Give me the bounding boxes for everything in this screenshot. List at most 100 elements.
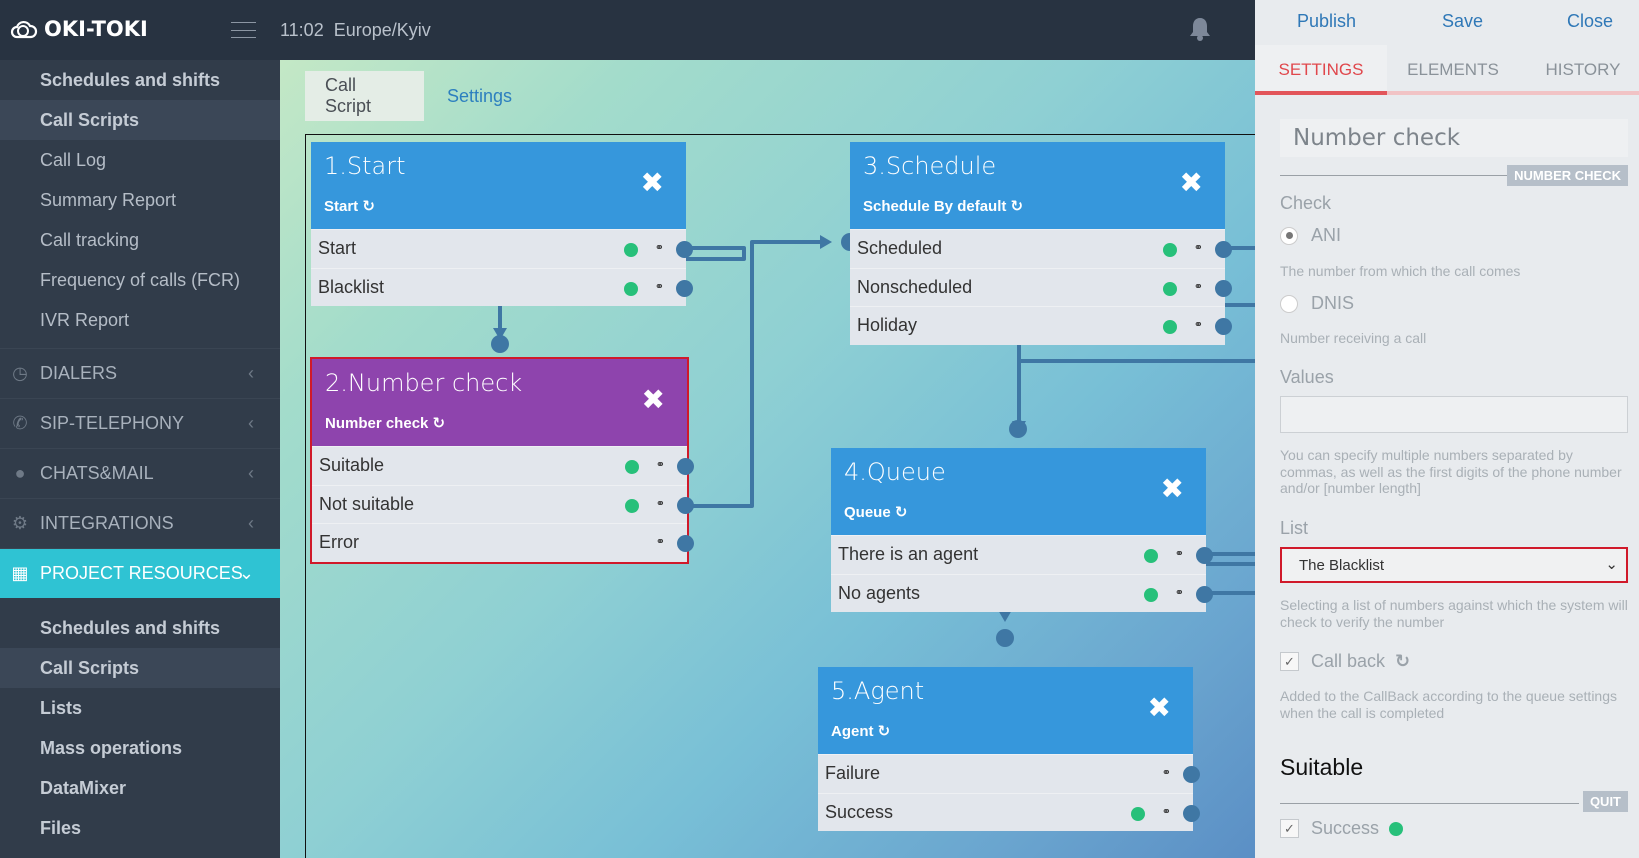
bell-icon[interactable] xyxy=(1188,16,1212,42)
publish-button[interactable]: Publish xyxy=(1297,11,1357,31)
sidebar-section-dialers[interactable]: ◷DIALERS‹ xyxy=(0,348,280,398)
chevron-left-icon: ‹ xyxy=(248,513,254,533)
refresh-icon[interactable]: ↻ xyxy=(432,415,446,432)
output-port[interactable] xyxy=(677,458,694,475)
menu-toggle-icon[interactable] xyxy=(231,22,256,38)
radio-unchecked-icon xyxy=(1280,294,1298,313)
output-port[interactable] xyxy=(677,496,694,514)
tab-underline xyxy=(1255,91,1639,95)
tab-call-script[interactable]: Call Script xyxy=(305,71,424,121)
script-node[interactable]: 5.Agent Agent ↻ ✖Failure ⚭ Success ⚭ xyxy=(818,667,1200,831)
node-header[interactable]: 3.Schedule Schedule By default ↻ ✖ xyxy=(850,142,1225,229)
sidebar-item-lists[interactable]: Lists xyxy=(40,697,83,718)
values-input[interactable] xyxy=(1280,396,1628,433)
refresh-icon[interactable]: ↻ xyxy=(894,504,908,521)
radio-dnis[interactable]: DNIS xyxy=(1280,293,1354,314)
delete-node-icon[interactable]: ✖ xyxy=(1179,167,1203,198)
script-node[interactable]: 1.Start Start ↻ ✖Start ⚭ Blacklist ⚭ xyxy=(311,142,693,306)
node-header[interactable]: 1.Start Start ↻ ✖ xyxy=(311,142,686,229)
sidebar-item-files[interactable]: Files xyxy=(40,817,82,838)
node-output: Start ⚭ xyxy=(311,229,693,268)
node-header[interactable]: 5.Agent Agent ↻ ✖ xyxy=(818,667,1193,754)
logo[interactable]: OKI-TOKI xyxy=(10,17,148,41)
sidebar-section-integrations[interactable]: ⚙INTEGRATIONS‹ xyxy=(0,498,280,548)
node-subtitle: Number check ↻ xyxy=(325,415,446,432)
link-icon[interactable]: ⚭ xyxy=(655,536,665,548)
quit-badge[interactable]: QUIT xyxy=(1582,791,1628,812)
section-label: DIALERS xyxy=(40,363,118,383)
sidebar-item-fcr[interactable]: Frequency of calls (FCR) xyxy=(40,269,241,290)
clock-icon: ◷ xyxy=(12,363,28,383)
tab-settings[interactable]: Settings xyxy=(447,85,513,106)
sidebar-item-call-scripts-2[interactable]: Call Scripts xyxy=(0,648,280,688)
delete-node-icon[interactable]: ✖ xyxy=(1147,692,1171,723)
values-hint: You can specify multiple numbers separat… xyxy=(1280,447,1622,496)
node-output: No agents ⚭ xyxy=(831,573,1213,612)
output-port[interactable] xyxy=(677,535,694,552)
status-dot-icon xyxy=(624,243,638,257)
output-port[interactable] xyxy=(676,241,693,258)
tab-panel-settings[interactable]: SETTINGS xyxy=(1255,45,1387,94)
refresh-icon[interactable]: ↻ xyxy=(1010,198,1024,215)
script-node[interactable]: 2.Number check Number check ↻ ✖Suitable … xyxy=(310,357,694,564)
node-header[interactable]: 4.Queue Queue ↻ ✖ xyxy=(831,448,1206,535)
sidebar-item-mass-operations[interactable]: Mass operations xyxy=(40,737,183,758)
sidebar-item-summary-report[interactable]: Summary Report xyxy=(40,189,177,210)
refresh-icon[interactable]: ↻ xyxy=(877,723,891,740)
link-icon[interactable]: ⚭ xyxy=(1193,319,1203,331)
output-label: Error xyxy=(319,532,359,553)
link-icon[interactable]: ⚭ xyxy=(1161,767,1171,779)
link-icon[interactable]: ⚭ xyxy=(1174,586,1184,599)
output-port[interactable] xyxy=(1215,318,1232,335)
ani-hint: The number from which the call comes xyxy=(1280,263,1521,279)
sidebar-item-call-scripts[interactable]: Call Scripts xyxy=(0,100,280,140)
input-port xyxy=(996,629,1014,647)
link-icon[interactable]: ⚭ xyxy=(654,242,664,254)
output-port[interactable] xyxy=(676,279,693,297)
delete-node-icon[interactable]: ✖ xyxy=(641,384,665,415)
link-icon[interactable]: ⚭ xyxy=(1193,280,1203,293)
grid-icon: ▦ xyxy=(11,563,29,583)
script-node[interactable]: 4.Queue Queue ↻ ✖There is an agent ⚭ No … xyxy=(831,448,1213,612)
sidebar-section-project-resources[interactable]: ▦PROJECT RESOURCES⌄ xyxy=(0,548,280,598)
link-icon[interactable]: ⚭ xyxy=(654,280,664,293)
arrow-icon xyxy=(493,328,507,340)
tab-panel-history[interactable]: HISTORY xyxy=(1545,59,1621,79)
output-port[interactable] xyxy=(1183,804,1200,822)
sidebar-item-call-tracking[interactable]: Call tracking xyxy=(40,229,140,250)
sidebar-item-datamixer[interactable]: DataMixer xyxy=(40,777,127,798)
output-port[interactable] xyxy=(1215,279,1232,297)
output-port[interactable] xyxy=(1215,241,1232,258)
sidebar-item-schedules[interactable]: Schedules and shifts xyxy=(40,69,221,90)
refresh-icon: ↻ xyxy=(1395,651,1411,671)
delete-node-icon[interactable]: ✖ xyxy=(1160,473,1184,504)
callback-checkbox[interactable]: ✓Call back↻ xyxy=(1280,651,1410,672)
output-label: No agents xyxy=(838,582,921,603)
sidebar-section-sip[interactable]: ✆SIP-TELEPHONY‹ xyxy=(0,398,280,448)
refresh-icon[interactable]: ↻ xyxy=(362,198,375,215)
output-port[interactable] xyxy=(1183,766,1200,783)
output-port[interactable] xyxy=(1196,585,1213,603)
link-icon[interactable]: ⚭ xyxy=(655,497,665,510)
link-icon[interactable]: ⚭ xyxy=(1161,805,1171,818)
success-checkbox[interactable]: ✓Success xyxy=(1280,818,1404,839)
sidebar-section-chats[interactable]: ●CHATS&MAIL‹ xyxy=(0,448,280,498)
link-icon[interactable]: ⚭ xyxy=(1174,548,1184,560)
sidebar-item-call-log[interactable]: Call Log xyxy=(40,149,107,170)
radio-ani[interactable]: ANI xyxy=(1280,225,1341,246)
node-header[interactable]: 2.Number check Number check ↻ ✖ xyxy=(312,359,687,446)
sidebar-item-ivr-report[interactable]: IVR Report xyxy=(40,309,130,330)
link-icon[interactable]: ⚭ xyxy=(1193,242,1203,254)
link-icon[interactable]: ⚭ xyxy=(655,459,665,471)
script-node[interactable]: 3.Schedule Schedule By default ↻ ✖Schedu… xyxy=(850,142,1232,345)
sidebar-item-schedules-2[interactable]: Schedules and shifts xyxy=(40,617,221,638)
output-port[interactable] xyxy=(1196,547,1213,564)
save-button[interactable]: Save xyxy=(1442,11,1484,31)
list-select[interactable]: The Blacklist⌄ xyxy=(1280,547,1628,583)
delete-node-icon[interactable]: ✖ xyxy=(640,167,664,198)
node-output: Suitable ⚭ xyxy=(312,446,694,485)
element-name-input[interactable] xyxy=(1280,119,1628,157)
close-button[interactable]: Close xyxy=(1567,11,1614,31)
tab-panel-elements[interactable]: ELEMENTS xyxy=(1407,59,1499,79)
output-label: Success xyxy=(825,801,894,822)
